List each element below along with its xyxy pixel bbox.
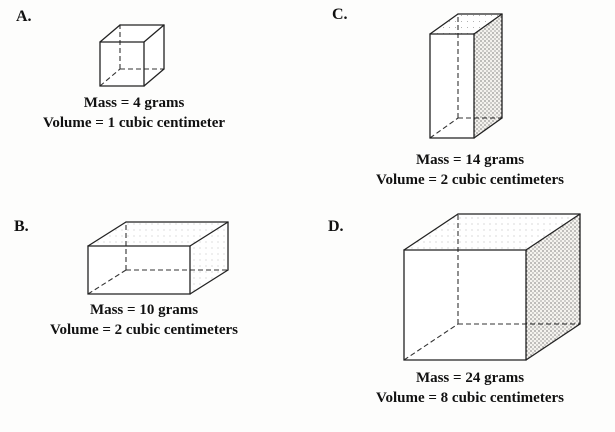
option-d-letter: D. [328, 218, 344, 235]
cube-figure-d [403, 213, 581, 361]
option-d-volume: Volume = 8 cubic centimeters [376, 390, 564, 406]
option-d-mass: Mass = 24 grams [415, 370, 525, 386]
cube-figure-a [99, 24, 165, 87]
prism-figure-c [429, 13, 503, 139]
option-b-mass: Mass = 10 grams [89, 302, 199, 318]
option-c-caption: Mass = 14 grams Volume = 2 cubic centime… [350, 150, 590, 190]
option-a-mass: Mass = 4 grams [83, 95, 185, 111]
option-c-volume: Volume = 2 cubic centimeters [376, 172, 564, 188]
option-c-letter: C. [332, 6, 348, 23]
option-a-letter: A. [16, 8, 32, 25]
option-a-volume: Volume = 1 cubic centimeter [42, 115, 226, 131]
option-a-caption: Mass = 4 grams Volume = 1 cubic centimet… [18, 93, 250, 133]
option-b-caption: Mass = 10 grams Volume = 2 cubic centime… [28, 300, 260, 340]
option-b-volume: Volume = 2 cubic centimeters [50, 322, 238, 338]
box-figure-b [87, 221, 229, 295]
option-c-mass: Mass = 14 grams [415, 152, 525, 168]
option-b-letter: B. [14, 218, 29, 235]
option-d-caption: Mass = 24 grams Volume = 8 cubic centime… [348, 368, 592, 408]
